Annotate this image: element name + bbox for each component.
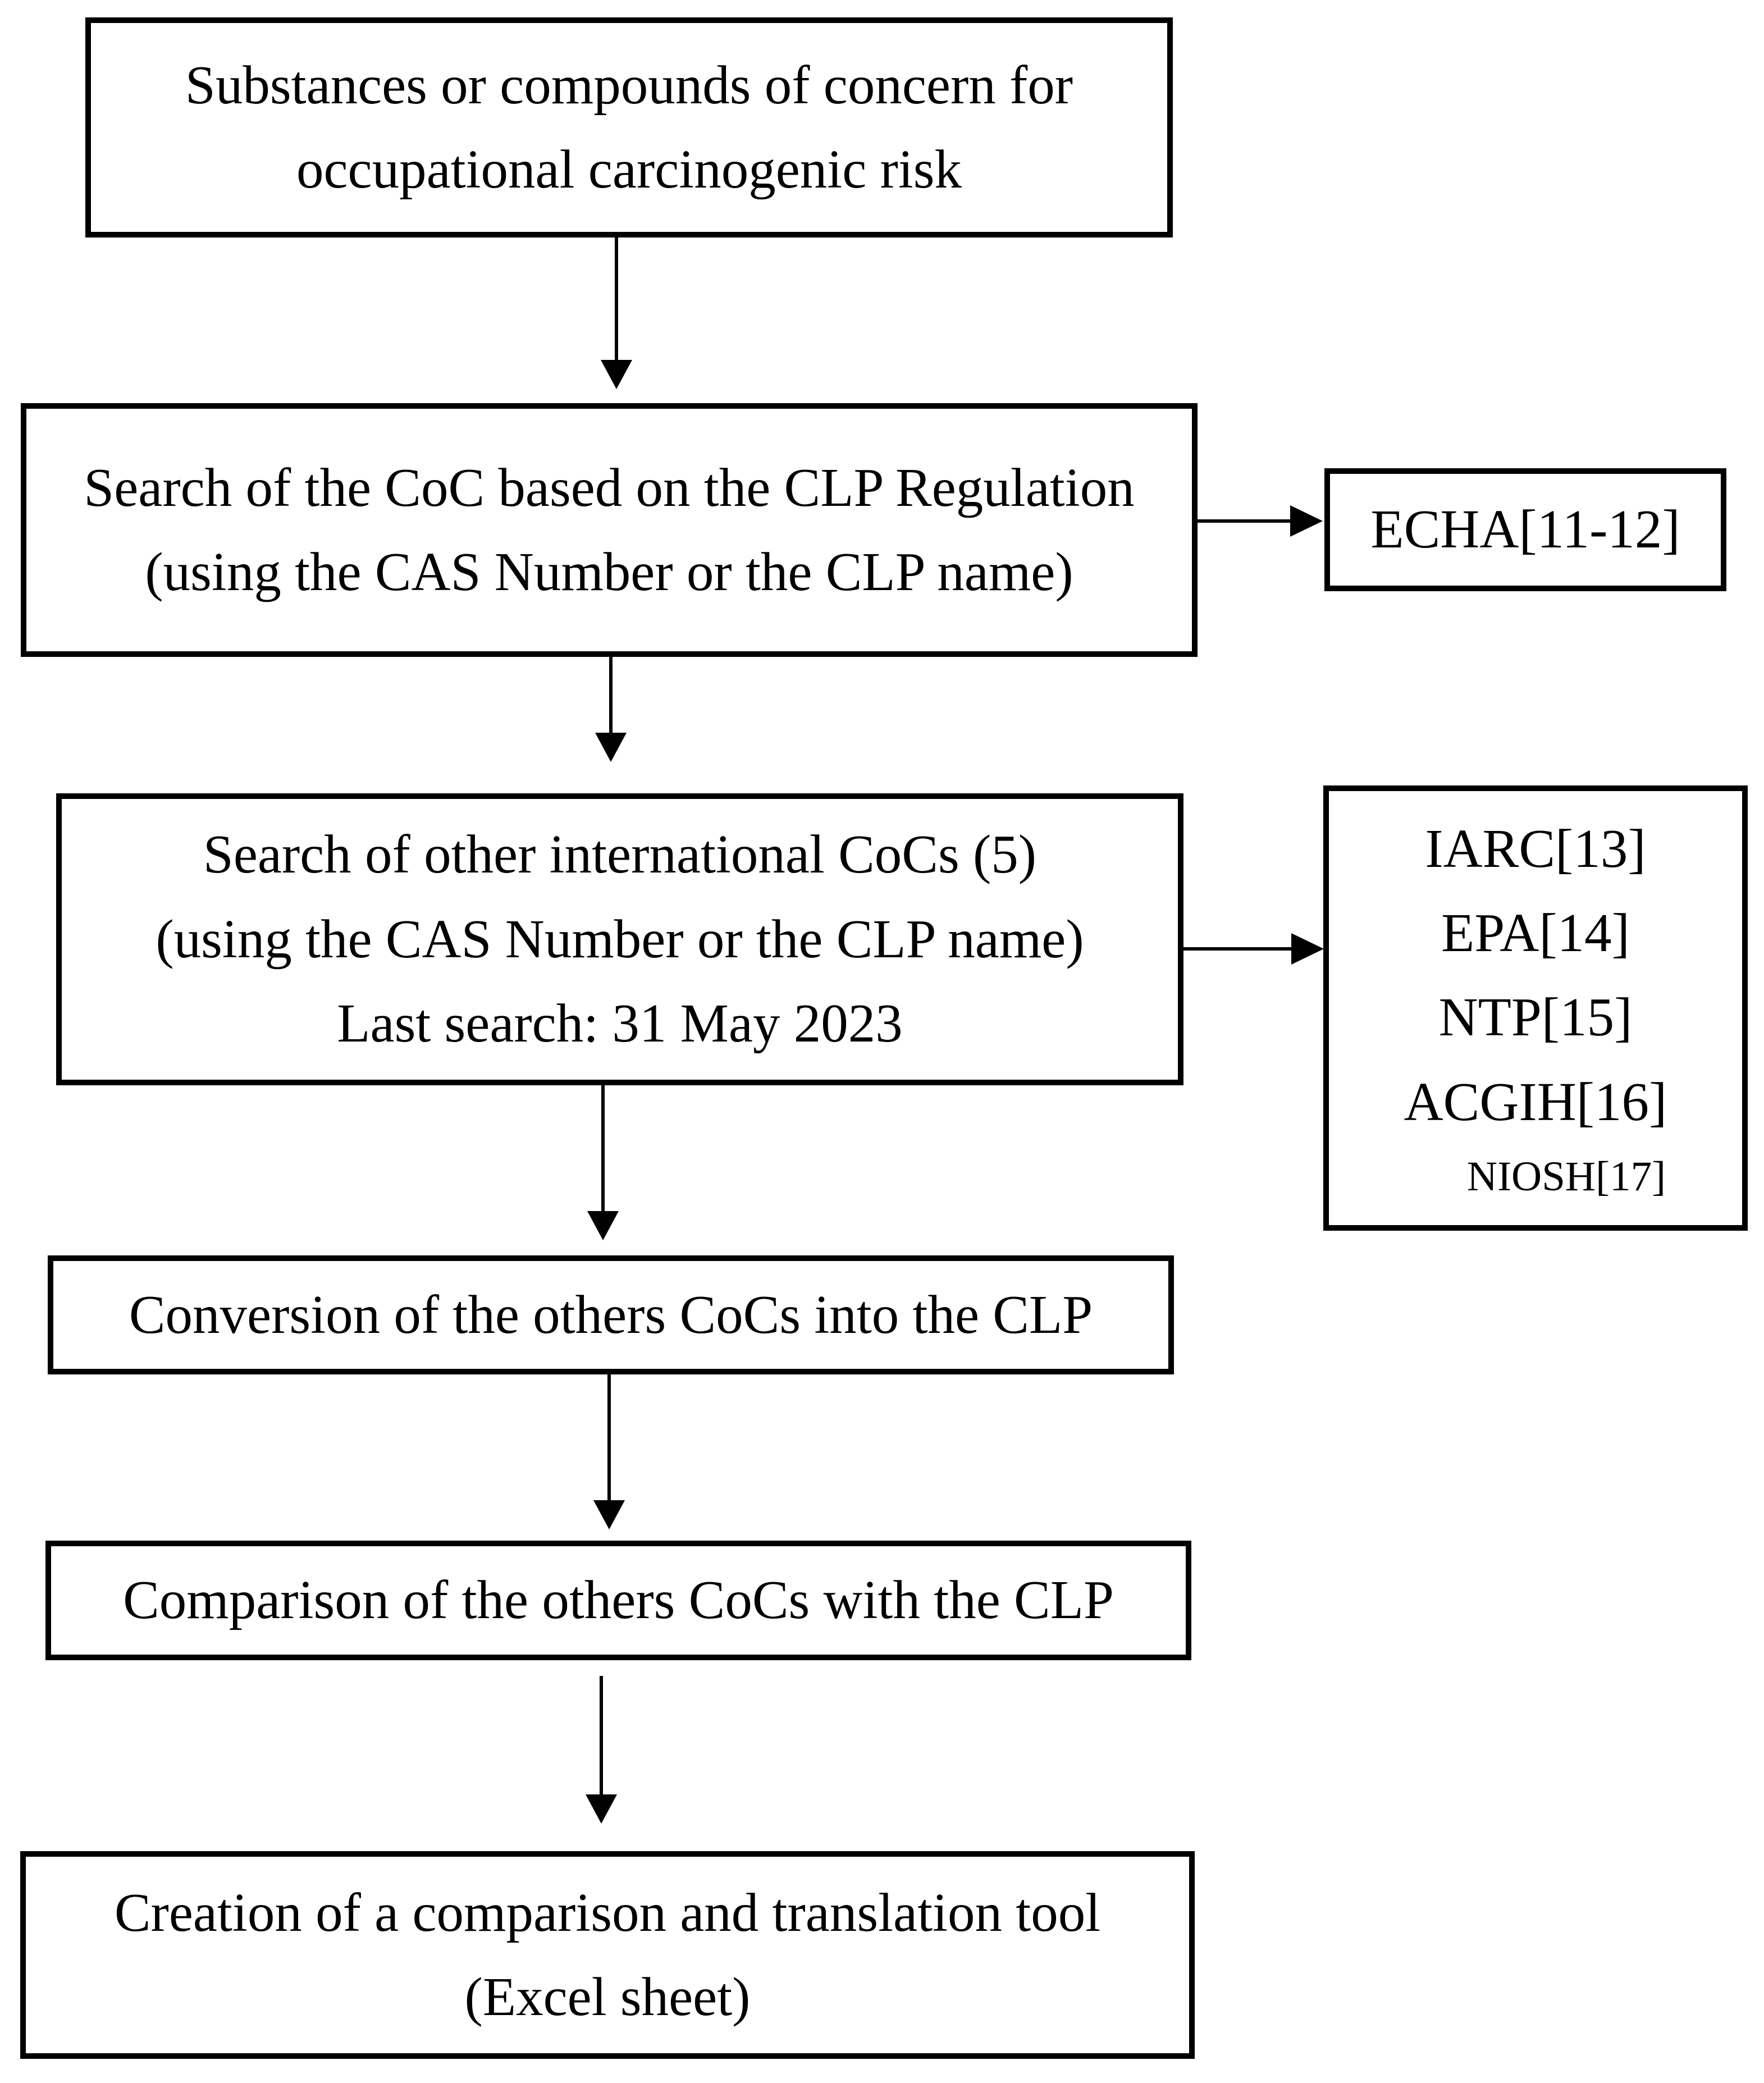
node-substances-line-1: Substances or compounds of concern for (185, 54, 1073, 115)
node-substances-line-2: occupational carcinogenic risk (296, 139, 962, 199)
arrow-down-5-line (600, 1676, 603, 1794)
node-clp-search-line-1: Search of the CoC based on the CLP Regul… (84, 457, 1135, 518)
node-international-search-line-3: Last search: 31 May 2023 (337, 993, 903, 1054)
node-international-search-line-2: (using the CAS Number or the CLP name) (156, 908, 1084, 969)
node-international-search-line-1: Search of other international CoCs (5) (203, 824, 1037, 885)
node-clp-search: Search of the CoC based on the CLP Regul… (21, 403, 1198, 657)
node-tool-creation-line-1: Creation of a comparison and translation… (114, 1882, 1101, 1943)
node-conversion-line-1: Conversion of the others CoCs into the C… (129, 1284, 1093, 1345)
arrow-down-1-line (615, 237, 618, 360)
arrow-right-sources-head (1291, 933, 1324, 965)
node-echa: ECHA[11-12] (1324, 468, 1726, 591)
arrow-down-5-head (586, 1794, 617, 1824)
node-comparison-line-1: Comparison of the others CoCs with the C… (123, 1570, 1114, 1630)
node-tool-creation: Creation of a comparison and translation… (20, 1851, 1195, 2059)
arrow-down-4-head (593, 1500, 625, 1529)
node-echa-line-1: ECHA[11-12] (1370, 499, 1680, 560)
node-sources-list-line-ntp: NTP[15] (1438, 987, 1633, 1048)
node-comparison: Comparison of the others CoCs with the C… (45, 1541, 1191, 1660)
arrow-right-echa-line (1198, 519, 1290, 523)
node-sources-list: IARC[13] EPA[14] NTP[15] ACGIH[16] NIOSH… (1323, 785, 1748, 1231)
arrow-down-3-head (587, 1211, 619, 1240)
arrow-down-2-head (595, 733, 627, 762)
node-international-search: Search of other international CoCs (5) (… (56, 793, 1183, 1085)
node-conversion: Conversion of the others CoCs into the C… (48, 1255, 1174, 1374)
node-sources-list-line-iarc: IARC[13] (1425, 818, 1646, 879)
node-tool-creation-line-2: (Excel sheet) (464, 1967, 751, 2027)
arrow-down-1-head (601, 360, 632, 389)
arrow-down-4-line (607, 1374, 611, 1500)
arrow-down-3-line (601, 1085, 605, 1211)
node-clp-search-line-2: (using the CAS Number or the CLP name) (145, 542, 1073, 602)
arrow-down-2-line (609, 657, 613, 733)
node-substances: Substances or compounds of concern for o… (85, 17, 1173, 237)
node-sources-list-line-niosh: NIOSH[17] (1466, 1153, 1666, 1200)
node-sources-list-line-acgih: ACGIH[16] (1404, 1071, 1667, 1132)
arrow-right-sources-line (1183, 947, 1291, 951)
arrow-right-echa-head (1290, 505, 1323, 537)
node-sources-list-line-epa: EPA[14] (1441, 903, 1630, 963)
